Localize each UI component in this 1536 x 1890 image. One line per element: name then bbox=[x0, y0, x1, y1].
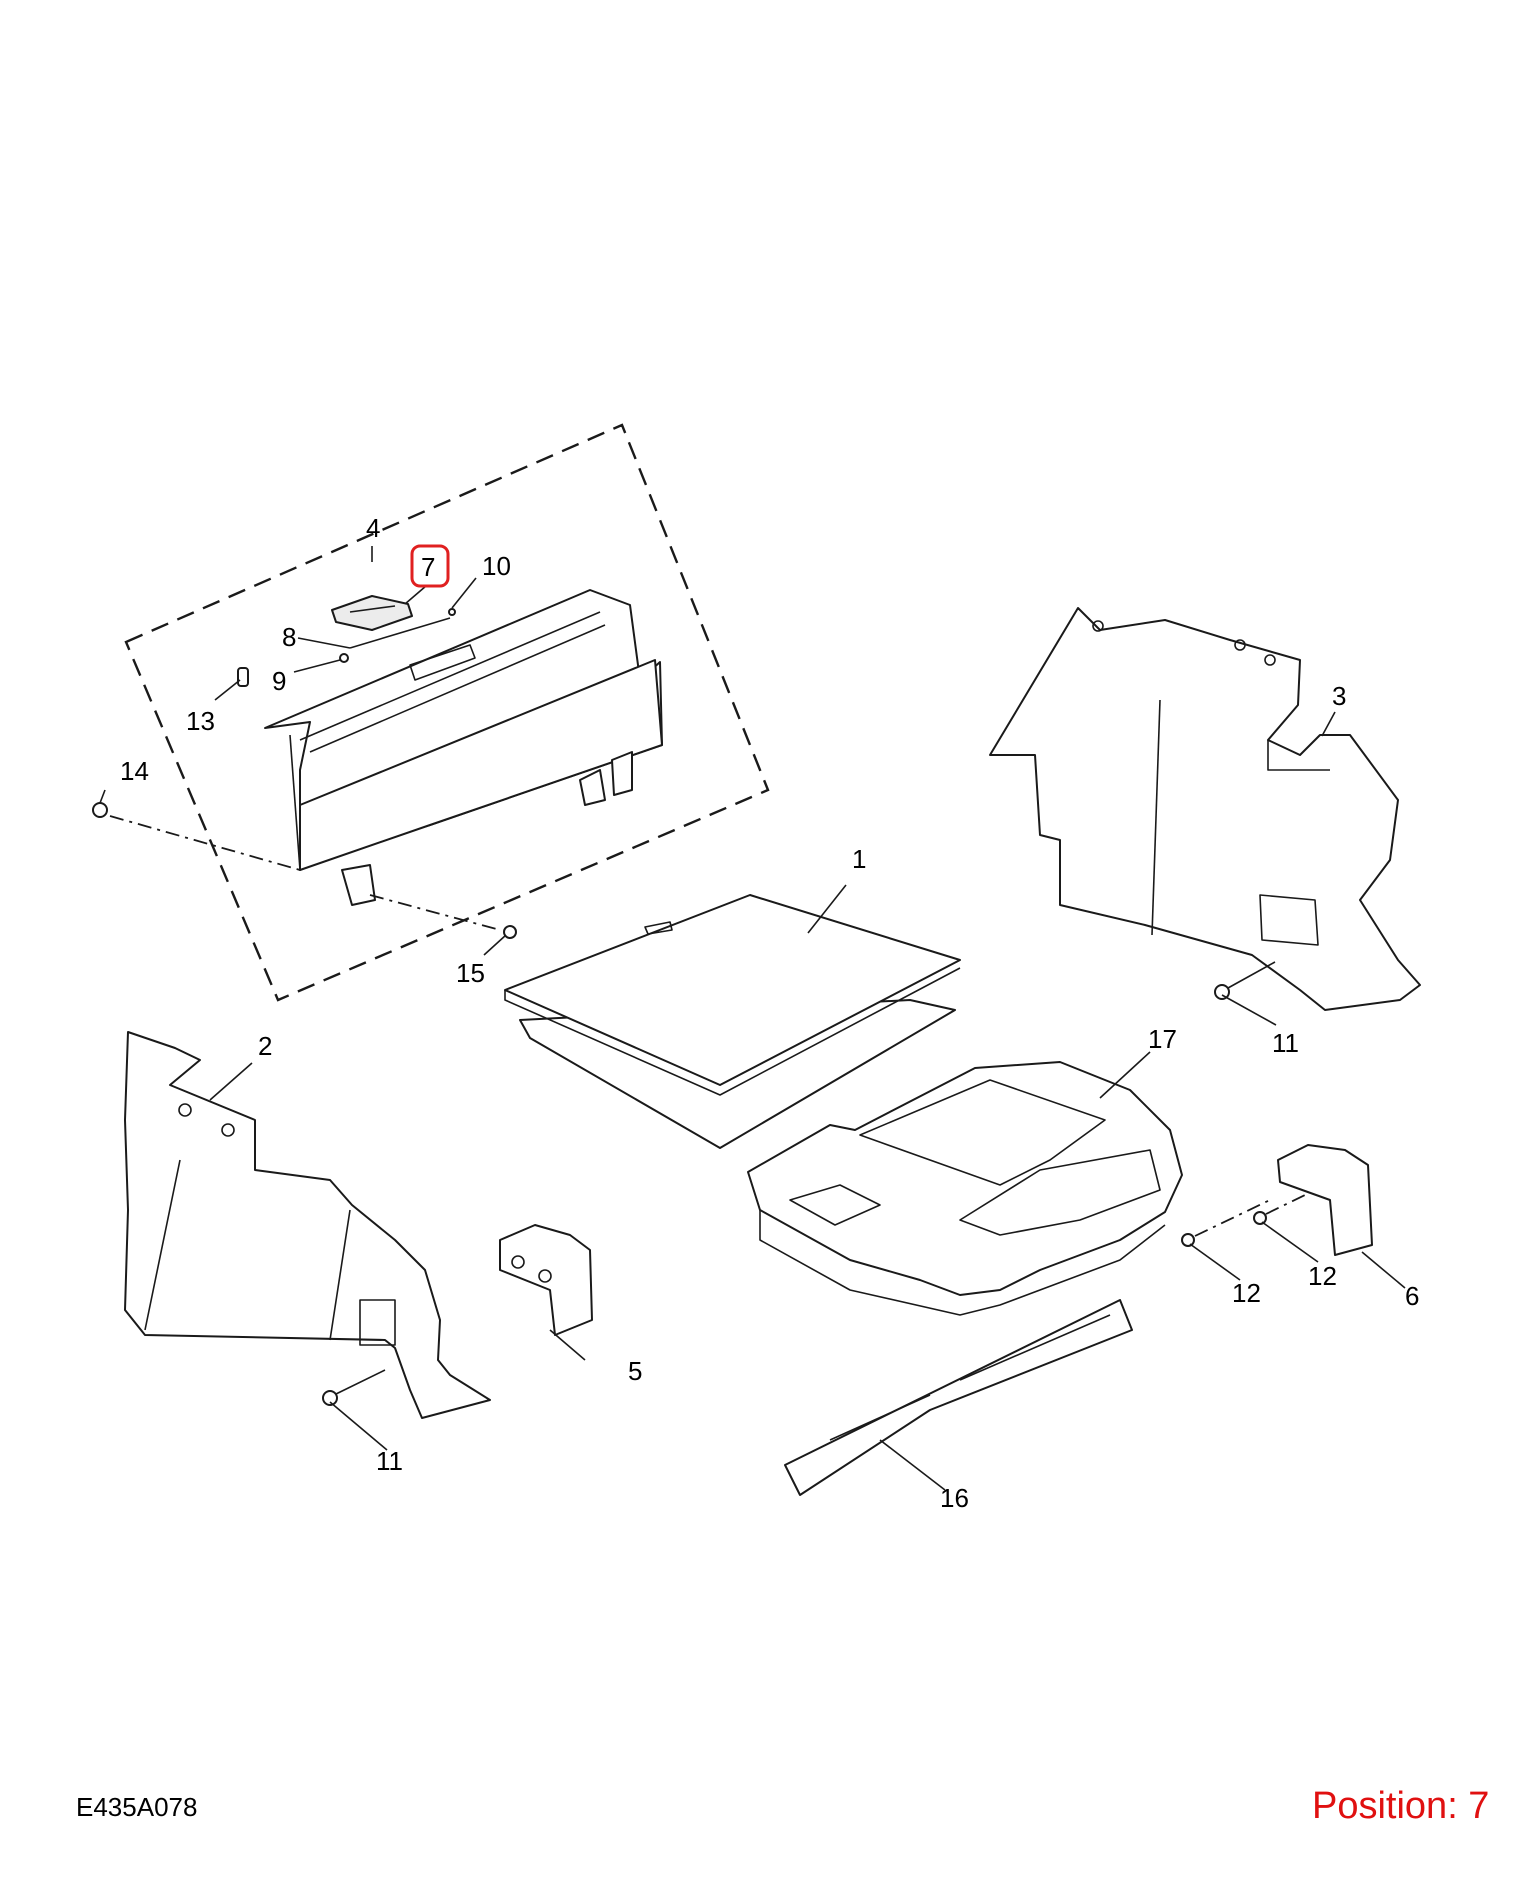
callout-12-a: 12 bbox=[1232, 1278, 1261, 1308]
part-5-bracket bbox=[499, 1224, 593, 1336]
callout-11-right: 11 bbox=[1272, 1028, 1299, 1058]
callout-15: 15 bbox=[456, 958, 485, 988]
callout-8: 8 bbox=[282, 622, 296, 652]
callout-10: 10 bbox=[482, 551, 511, 581]
callout-12-b: 12 bbox=[1308, 1261, 1337, 1291]
part-9-clip bbox=[339, 653, 349, 663]
callout-1: 1 bbox=[852, 844, 866, 874]
callout-17: 17 bbox=[1148, 1024, 1177, 1054]
position-indicator: Position: 7 bbox=[1312, 1785, 1490, 1827]
part-16-slotted-rail bbox=[784, 1299, 1133, 1496]
part-8-strip bbox=[349, 617, 451, 649]
callout-13: 13 bbox=[186, 706, 215, 736]
callout-4: 4 bbox=[366, 513, 380, 543]
part-10-pin bbox=[448, 608, 456, 616]
fastener-axis-15 bbox=[369, 894, 501, 931]
callout-6: 6 bbox=[1405, 1281, 1419, 1311]
part-4-trim-panel bbox=[264, 589, 663, 906]
callout-7: 7 bbox=[421, 552, 435, 582]
callout-9: 9 bbox=[272, 666, 286, 696]
part-7-cover bbox=[331, 595, 413, 631]
assembly-4-boundary bbox=[124, 423, 770, 1002]
part-12-fastener-a bbox=[1181, 1199, 1271, 1247]
part-3-right-side-trim bbox=[989, 607, 1421, 1011]
leader-lines bbox=[99, 546, 1406, 1491]
part-15-fastener bbox=[503, 925, 517, 939]
part-12-fastener-b bbox=[1253, 1194, 1306, 1225]
callout-3: 3 bbox=[1332, 681, 1346, 711]
part-11-fastener-left bbox=[322, 1369, 386, 1406]
part-6-bracket bbox=[1277, 1144, 1373, 1256]
callout-14: 14 bbox=[120, 756, 149, 786]
callout-2: 2 bbox=[258, 1031, 272, 1061]
diagram-code: E435A078 bbox=[76, 1792, 198, 1822]
part-11-fastener-right bbox=[1214, 961, 1276, 1000]
callout-7-highlight bbox=[410, 544, 450, 588]
part-1-load-floor bbox=[504, 894, 961, 1149]
fastener-axis-14 bbox=[109, 815, 301, 871]
part-14-fastener bbox=[92, 802, 108, 818]
callout-5: 5 bbox=[628, 1356, 642, 1386]
part-13-clip bbox=[237, 667, 249, 687]
callout-16: 16 bbox=[940, 1483, 969, 1513]
part-17-storage-tray bbox=[747, 1061, 1183, 1316]
part-2-left-side-trim bbox=[124, 1031, 491, 1419]
callout-11-left: 11 bbox=[376, 1446, 403, 1476]
